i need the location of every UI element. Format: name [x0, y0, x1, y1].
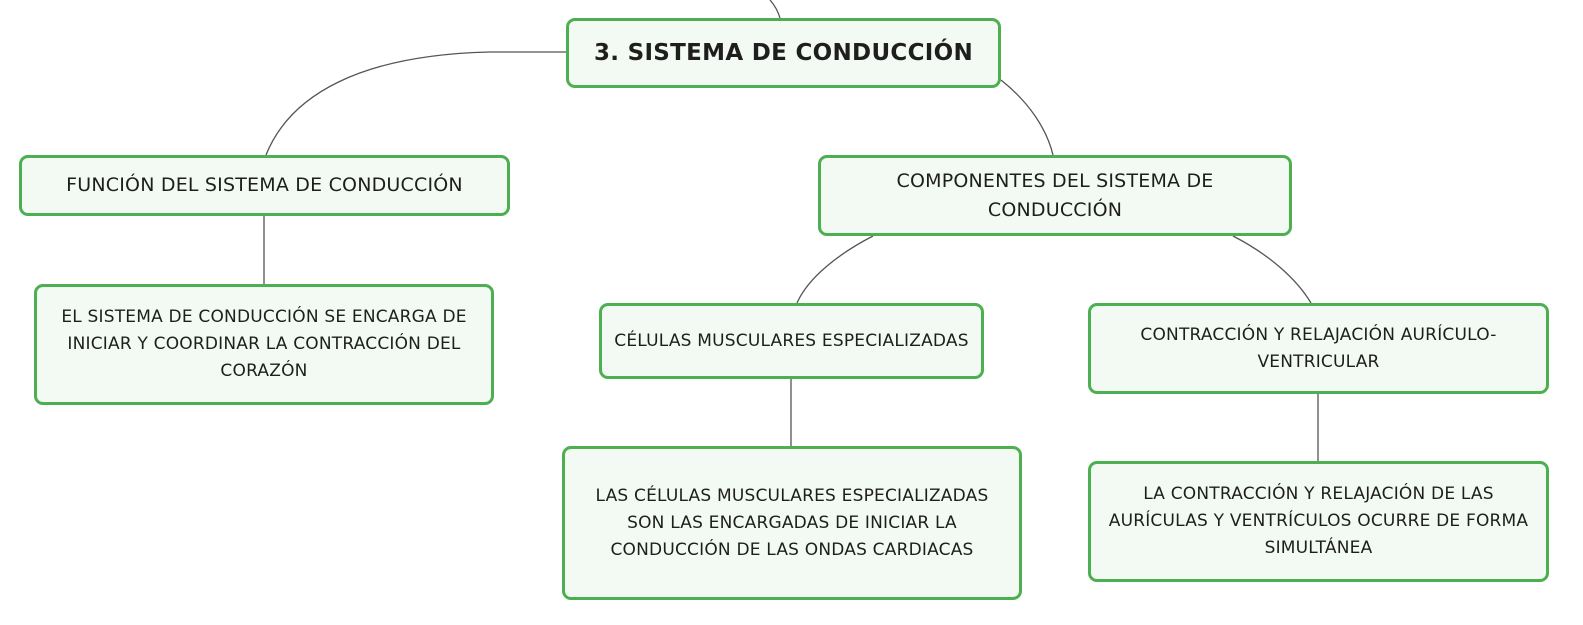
node-label: LAS CÉLULAS MUSCULARES ESPECIALIZADAS SO…	[595, 485, 989, 560]
node-label: 3. SISTEMA DE CONDUCCIÓN	[593, 39, 974, 66]
node-sistema-de-conduccion[interactable]: 3. SISTEMA DE CONDUCCIÓN	[566, 18, 1001, 88]
node-funcion-del-sistema[interactable]: FUNCIÓN DEL SISTEMA DE CONDUCCIÓN	[19, 155, 510, 216]
connector-root-to-funcion	[265, 51, 566, 156]
node-contraccion-detalle[interactable]: LA CONTRACCIÓN Y RELAJACIÓN DE LAS AURÍC…	[1088, 461, 1549, 582]
node-componentes-del-sistema[interactable]: COMPONENTES DEL SISTEMA DE CONDUCCIÓN	[818, 155, 1292, 236]
node-contraccion-relajacion[interactable]: CONTRACCIÓN Y RELAJACIÓN AURÍCULO-VENTRI…	[1088, 303, 1549, 394]
node-funcion-detalle[interactable]: EL SISTEMA DE CONDUCCIÓN SE ENCARGA DE I…	[34, 284, 494, 405]
node-label: CÉLULAS MUSCULARES ESPECIALIZADAS	[614, 330, 969, 351]
connector-parent-to-root	[769, 0, 781, 19]
connector-root-to-componentes	[1000, 79, 1054, 156]
node-label: EL SISTEMA DE CONDUCCIÓN SE ENCARGA DE I…	[61, 307, 467, 381]
node-celulas-musculares[interactable]: CÉLULAS MUSCULARES ESPECIALIZADAS	[599, 303, 984, 379]
node-label: COMPONENTES DEL SISTEMA DE CONDUCCIÓN	[896, 169, 1214, 221]
node-celulas-detalle[interactable]: LAS CÉLULAS MUSCULARES ESPECIALIZADAS SO…	[562, 446, 1022, 600]
node-label: FUNCIÓN DEL SISTEMA DE CONDUCCIÓN	[66, 174, 463, 196]
node-label: CONTRACCIÓN Y RELAJACIÓN AURÍCULO-VENTRI…	[1140, 324, 1497, 372]
connector-componentes-to-celulas	[796, 235, 874, 304]
connector-componentes-to-contraccion	[1232, 235, 1312, 304]
node-label: LA CONTRACCIÓN Y RELAJACIÓN DE LAS AURÍC…	[1108, 484, 1529, 558]
